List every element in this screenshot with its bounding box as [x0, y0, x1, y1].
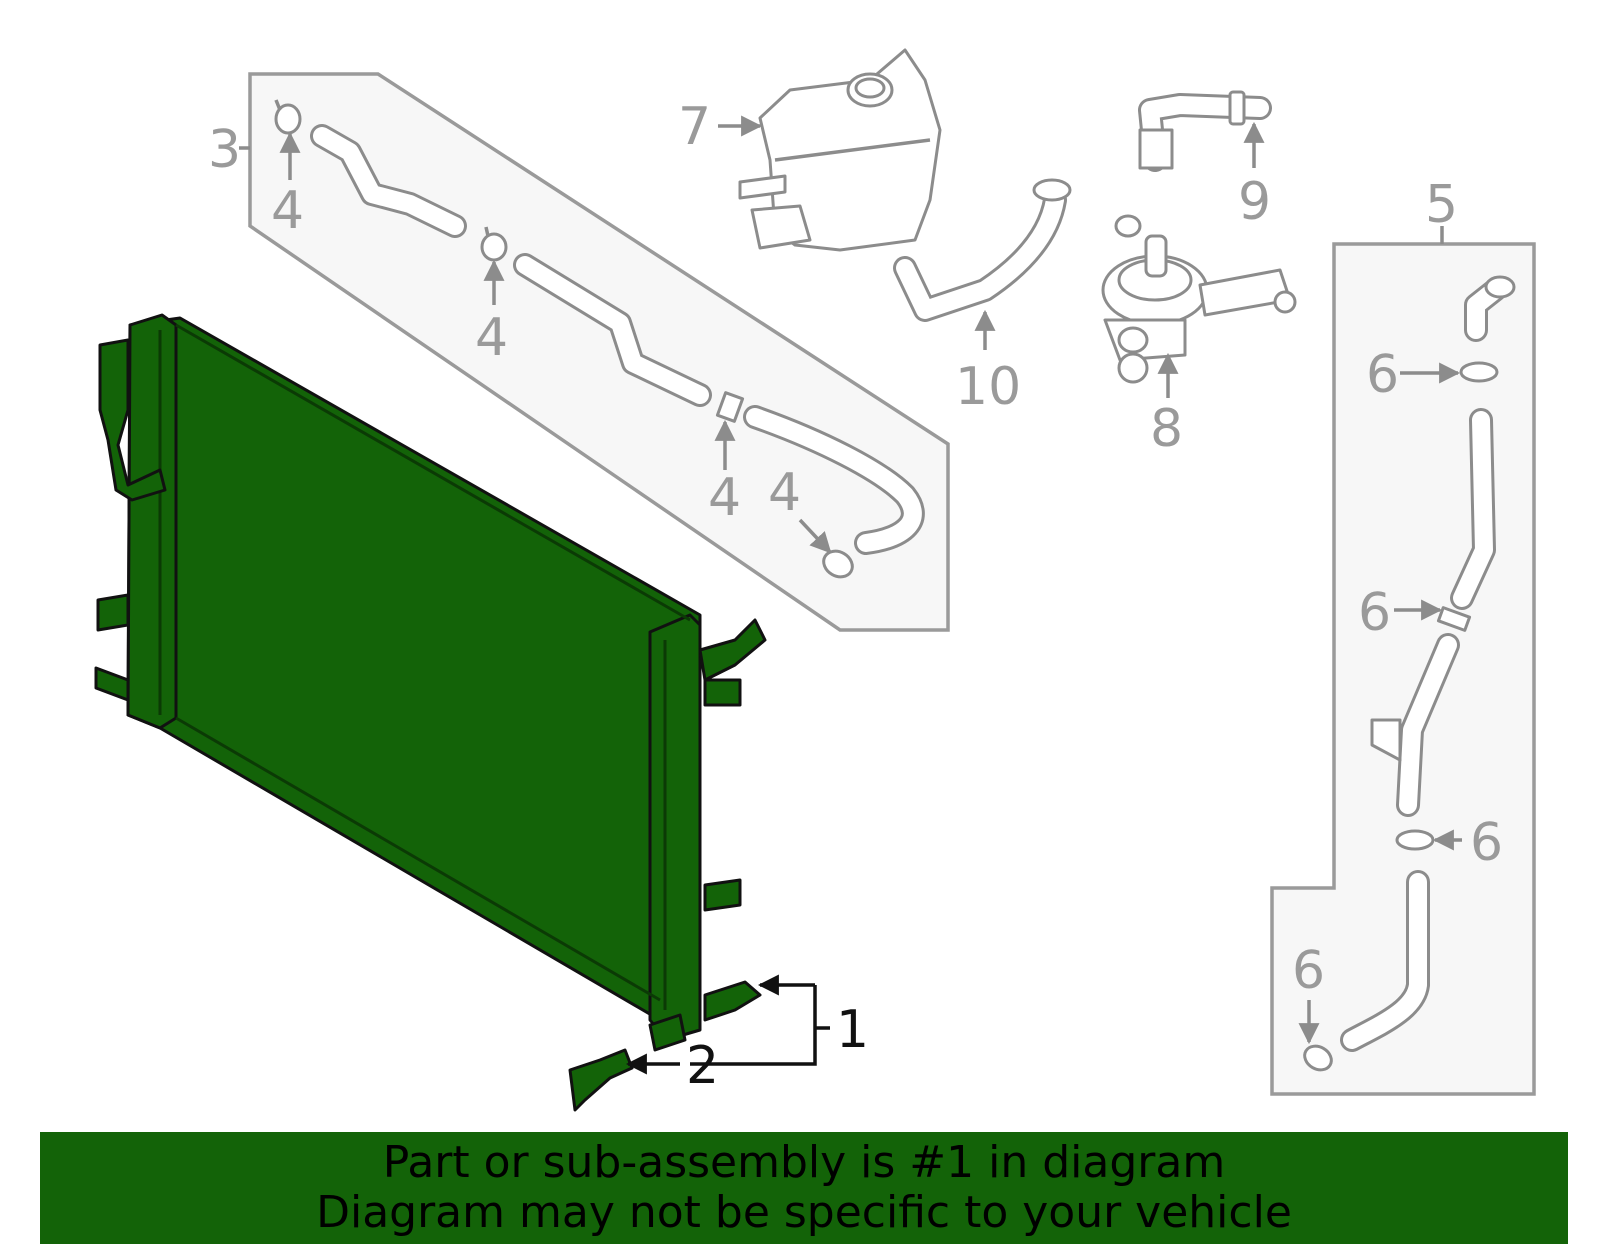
coolant-reservoir — [738, 48, 942, 252]
callout-4b: 4 — [475, 308, 508, 368]
callout-3: 3 — [208, 120, 241, 180]
upper-hose-1 — [310, 124, 467, 238]
callout-6b: 6 — [1358, 583, 1391, 643]
info-banner: Part or sub-assembly is #1 in diagram Di… — [40, 1132, 1568, 1244]
callout-4a: 4 — [271, 181, 304, 241]
callout-8: 8 — [1150, 399, 1183, 459]
upper-hose-2 — [513, 253, 712, 407]
banner-line-2: Diagram may not be specific to your vehi… — [316, 1187, 1292, 1238]
callout-10: 10 — [955, 357, 1021, 417]
callout-5: 5 — [1425, 175, 1458, 235]
clamp-6a — [1459, 361, 1499, 383]
right-hose-upper — [1450, 408, 1496, 610]
right-hose-lower — [1340, 870, 1430, 1052]
callout-4c: 4 — [708, 468, 741, 528]
hose-10 — [893, 178, 1072, 322]
right-pipe-bracket — [1370, 633, 1460, 817]
radiator — [94, 313, 767, 1052]
right-hose-group-panel — [1270, 242, 1536, 1096]
water-pump — [1101, 214, 1297, 384]
callout-6a: 6 — [1366, 345, 1399, 405]
clamp-4d — [822, 549, 854, 579]
callout-6d: 6 — [1292, 941, 1325, 1001]
clamp-6d — [1303, 1044, 1333, 1072]
clamp-6c — [1395, 829, 1435, 851]
callout-6c: 6 — [1470, 813, 1503, 873]
callout-2: 2 — [686, 1036, 719, 1096]
drain-plug — [568, 1048, 634, 1112]
upper-hose-3 — [743, 405, 925, 555]
right-hose-top-elbow — [1464, 275, 1516, 342]
clamp-4c — [715, 391, 745, 423]
callout-7: 7 — [678, 97, 711, 157]
banner-line-1: Part or sub-assembly is #1 in diagram — [382, 1137, 1226, 1188]
callout-1: 1 — [836, 1000, 869, 1060]
hose-9 — [1138, 90, 1272, 172]
callout-9: 9 — [1238, 172, 1271, 232]
callout-4d: 4 — [768, 463, 801, 523]
